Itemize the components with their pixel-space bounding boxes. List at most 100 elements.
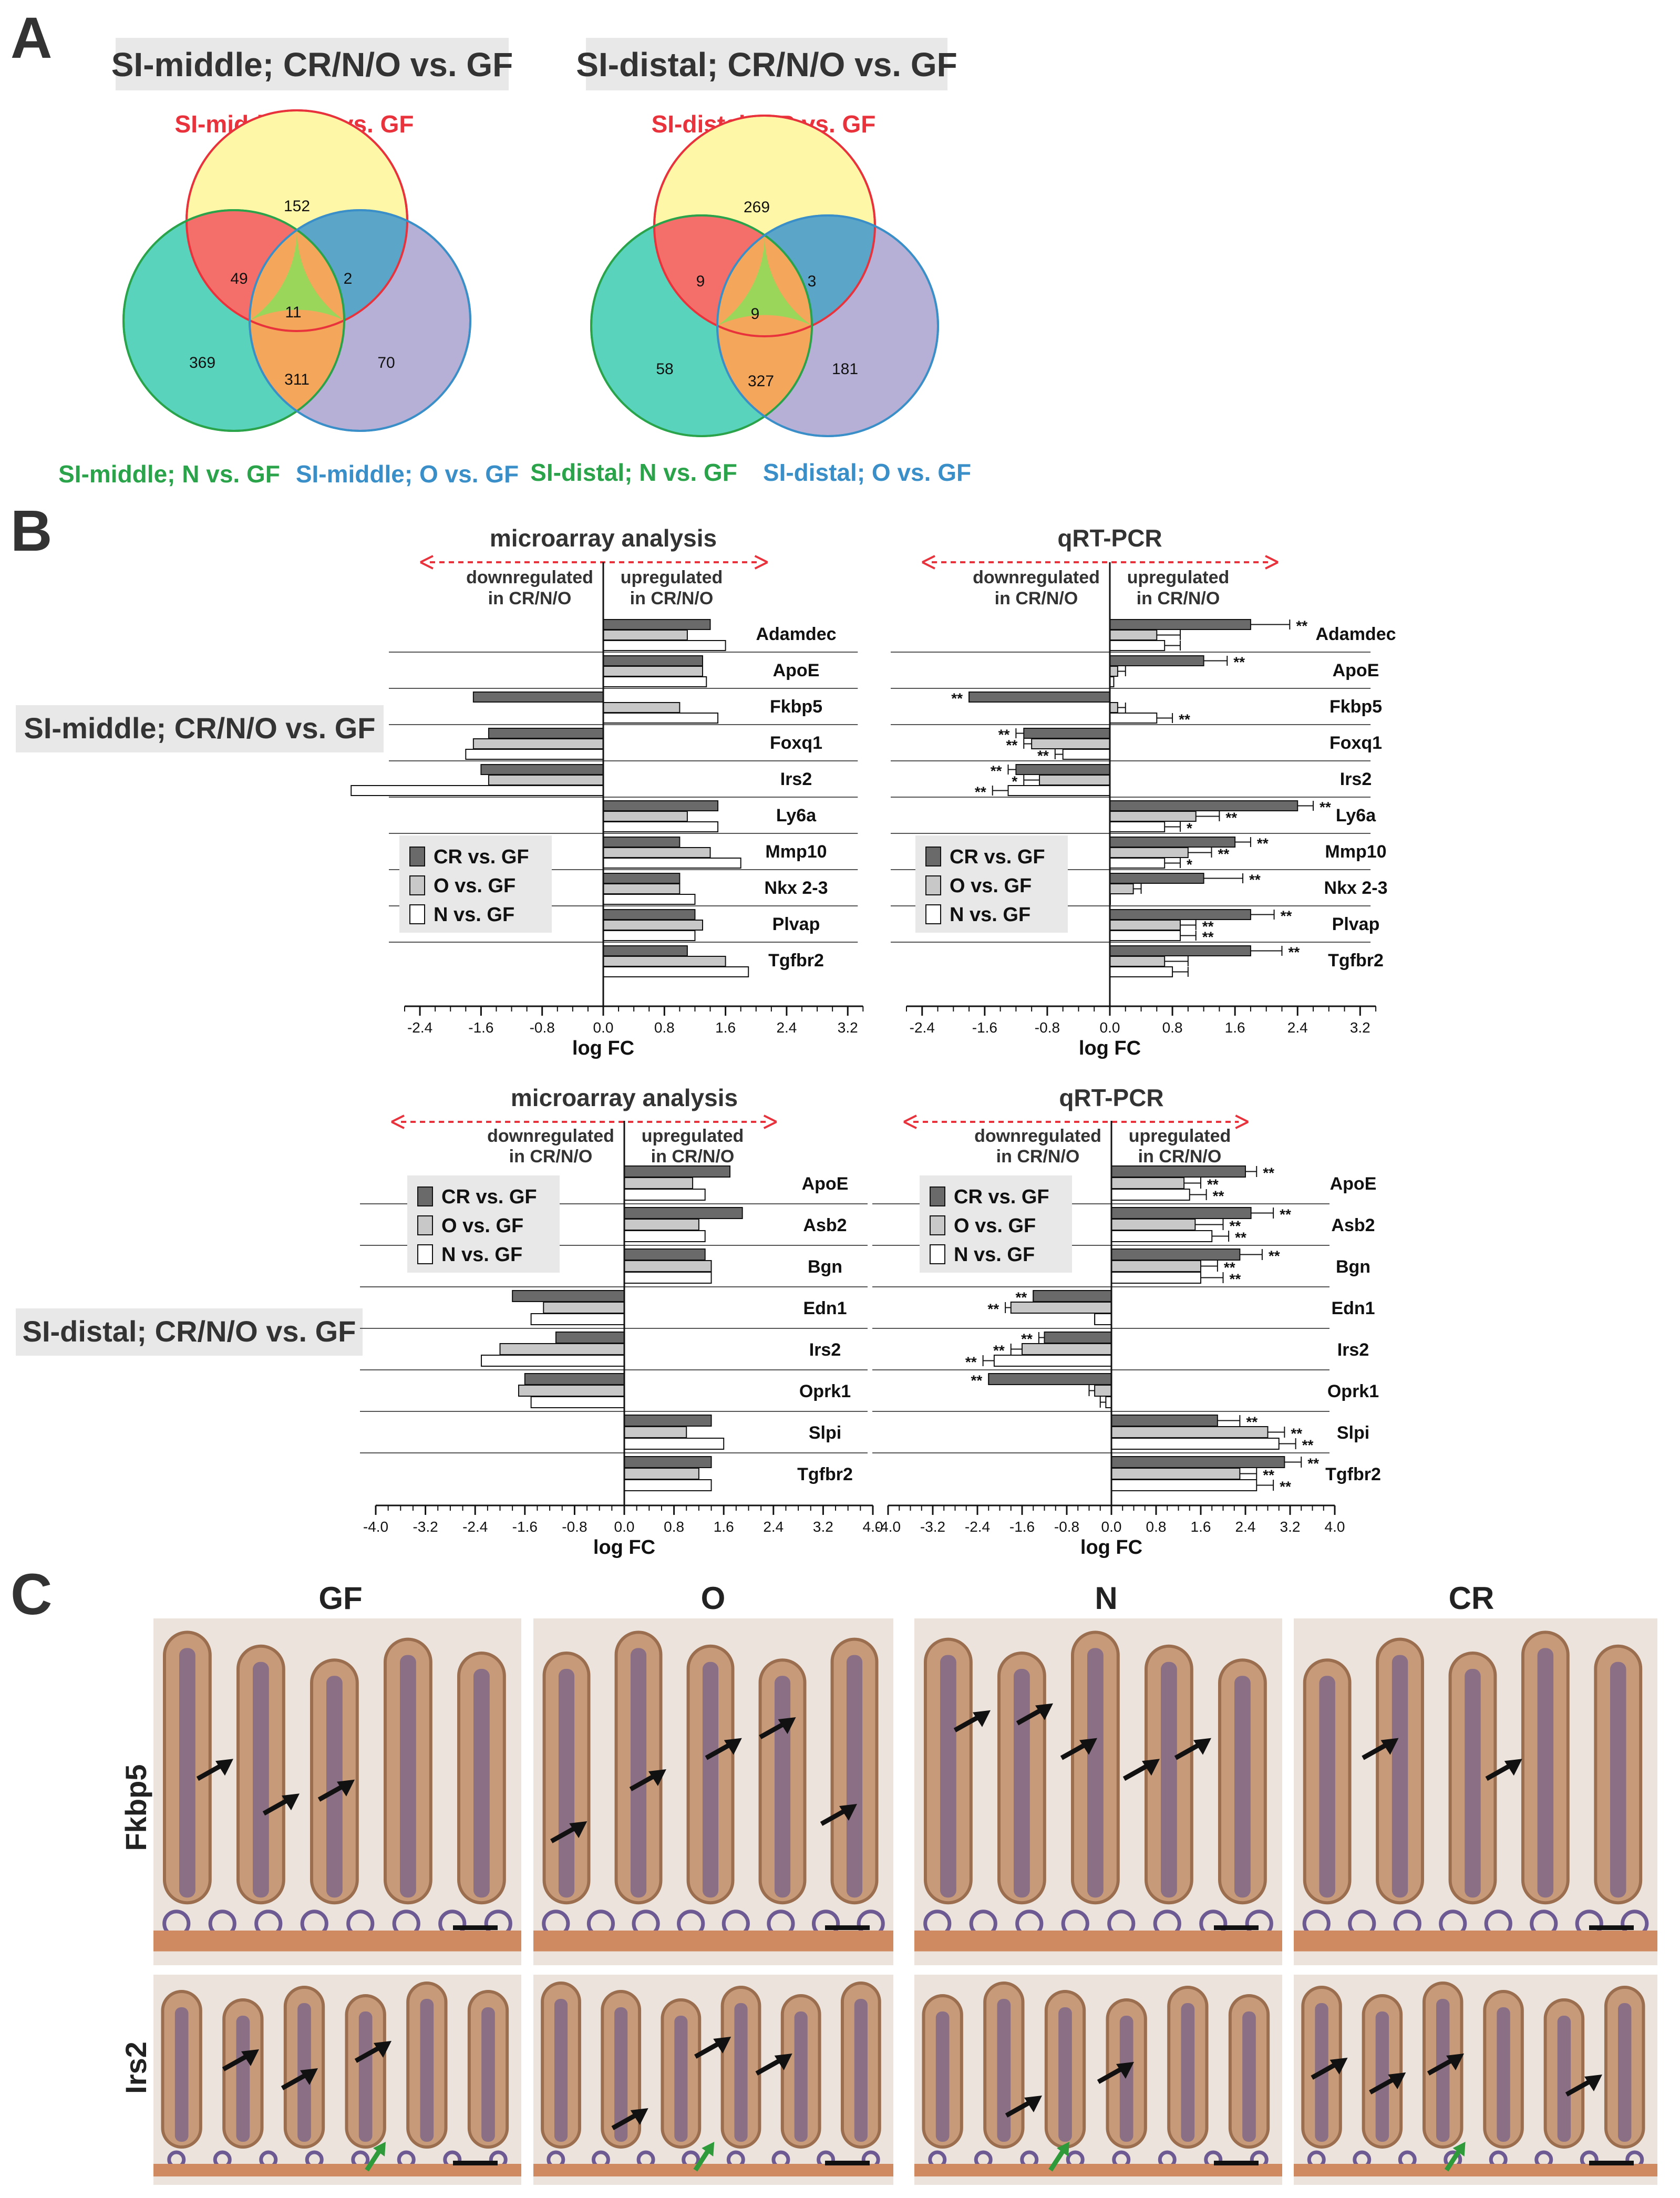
bar (1094, 1313, 1112, 1325)
gene-label: Irs2 (1340, 769, 1372, 789)
significance-mark: ** (1006, 737, 1017, 754)
bar (518, 1385, 625, 1397)
histology-panel-fkbp5-cr (1294, 1618, 1657, 1965)
villus-core (997, 1999, 1011, 2142)
gene-label: Slpi (1337, 1423, 1369, 1443)
villus-core (1375, 2011, 1389, 2142)
gene-label: Fkbp5 (1329, 697, 1382, 717)
bar (603, 713, 719, 724)
black-arrow-head (1116, 2062, 1134, 2079)
legend: CR vs. GFO vs. GFN vs. GF (915, 835, 1068, 933)
x-tick-label: -1.6 (1009, 1519, 1035, 1535)
villus-core (400, 1655, 416, 1898)
bar (1015, 764, 1111, 775)
panel-label-a: A (11, 6, 52, 70)
bar (993, 1355, 1112, 1367)
bar (603, 702, 681, 713)
significance-mark: ** (1291, 1426, 1302, 1442)
gene-label: Edn1 (1331, 1298, 1375, 1318)
histology-image (533, 1975, 893, 2185)
venn-count-cr-o: 2 (344, 270, 353, 287)
significance-mark: ** (965, 1354, 977, 1370)
venn-count-all: 11 (285, 304, 301, 321)
bar (480, 764, 604, 775)
side-label-background (16, 1308, 363, 1356)
villus-core (614, 2007, 628, 2142)
venn-outline-n (122, 209, 345, 432)
side-label-distal: SI-distal; CR/N/O vs. GF (23, 1315, 356, 1348)
chart-title: microarray analysis (490, 524, 717, 552)
bar (968, 692, 1110, 703)
significance-mark: ** (1037, 748, 1049, 764)
green-arrow-head (1057, 2142, 1069, 2156)
bar (603, 858, 741, 869)
bar (988, 1373, 1112, 1385)
venn-region-n-o (717, 235, 812, 417)
venn-outline-n (590, 214, 813, 437)
legend-swatch (417, 1244, 433, 1264)
x-tick-label: 3.2 (838, 1019, 858, 1036)
legend: CR vs. GFO vs. GFN vs. GF (399, 835, 552, 933)
muscle-layer (914, 2164, 1282, 2176)
villus-core (1557, 2016, 1571, 2142)
black-arrow-head (1035, 1703, 1053, 1720)
legend-swatch (417, 1186, 433, 1206)
histology-image (153, 1975, 521, 2185)
significance-mark: ** (987, 1301, 999, 1317)
significance-mark: ** (1230, 1271, 1241, 1287)
black-arrow-head (1142, 1759, 1160, 1776)
black-arrow-head (648, 1769, 666, 1786)
bar (1039, 775, 1110, 786)
black-arrow-head (630, 2108, 648, 2125)
legend-label: O vs. GF (950, 875, 1032, 897)
gene-label: Oprk1 (799, 1381, 851, 1401)
bar (1109, 800, 1298, 811)
bar (1062, 749, 1110, 760)
villus-core (179, 1648, 195, 1898)
green-arrow (1048, 2148, 1066, 2172)
gene-label: Foxq1 (1329, 733, 1382, 753)
bar (1109, 909, 1251, 920)
down-label-line1: downregulated (973, 567, 1100, 587)
bar (499, 1343, 625, 1355)
bar (603, 630, 688, 641)
gene-label: Fkbp5 (770, 697, 822, 717)
significance-mark: ** (1280, 1206, 1291, 1223)
venn-count-cr-o: 3 (808, 273, 817, 290)
x-axis-title: log FC (593, 1536, 655, 1559)
gene-label: Asb2 (1331, 1215, 1375, 1235)
gene-label: Oprk1 (1327, 1381, 1379, 1401)
bar (1109, 666, 1118, 677)
significance-mark: ** (1230, 1218, 1241, 1234)
legend: CR vs. GFO vs. GFN vs. GF (407, 1175, 560, 1273)
x-tick-label: 2.4 (763, 1519, 784, 1535)
gene-label: Slpi (809, 1423, 841, 1443)
x-tick-label: -1.6 (468, 1019, 493, 1036)
black-arrow-head (1380, 1738, 1399, 1755)
black-arrow-head (282, 1793, 300, 1811)
bar (603, 821, 719, 832)
x-tick-label: 1.6 (715, 1019, 736, 1036)
venn-region-n-o (249, 230, 344, 411)
significance-mark: ** (1015, 1289, 1027, 1306)
venn-title-background (586, 38, 947, 90)
direction-arrow-head-left (391, 1115, 405, 1129)
bar (624, 1248, 706, 1261)
legend-label: CR vs. GF (441, 1186, 537, 1208)
significance-mark: ** (1235, 1230, 1246, 1246)
x-tick-label: 2.4 (776, 1019, 797, 1036)
bar (624, 1456, 712, 1468)
row-label-irs2: Irs2 (119, 2041, 152, 2094)
scale-bar (1214, 2161, 1259, 2165)
bar (1109, 966, 1173, 977)
significance-mark: ** (1202, 919, 1214, 935)
significance-mark: ** (993, 1343, 1005, 1359)
significance-mark: ** (1021, 1331, 1033, 1347)
x-tick-label: 1.6 (714, 1519, 734, 1535)
black-arrow-head (778, 1717, 796, 1734)
villus-core (630, 1648, 647, 1898)
venn-count-cr-n: 9 (696, 273, 705, 290)
bar (1044, 1332, 1112, 1344)
bar (465, 749, 604, 760)
bar (1111, 1426, 1269, 1438)
